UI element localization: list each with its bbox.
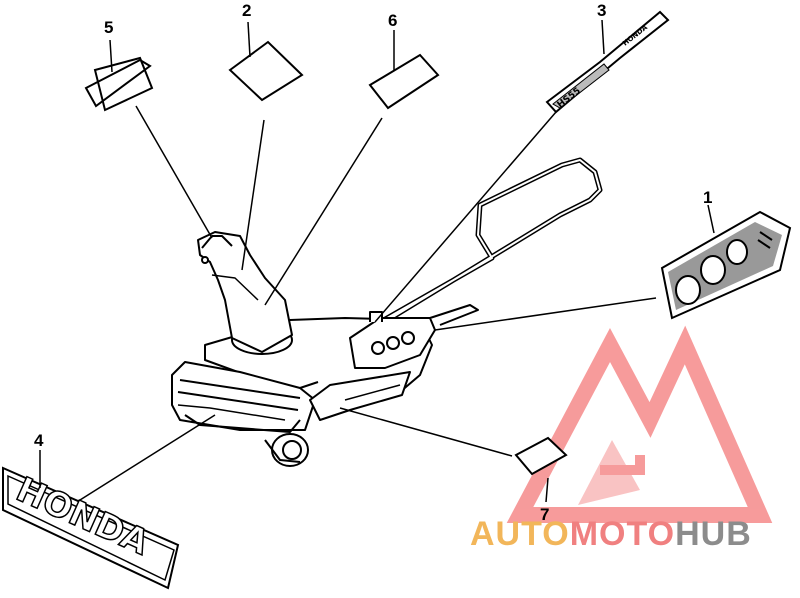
watermark-text: AUTOMOTOHUB bbox=[470, 515, 752, 553]
callout-2: 2 bbox=[242, 1, 251, 20]
svg-text:AUTOMOTOHUB: AUTOMOTOHUB bbox=[470, 515, 752, 553]
callout-5: 5 bbox=[104, 18, 113, 37]
watermark-moto: MOTO bbox=[570, 515, 675, 553]
callout-4: 4 bbox=[34, 431, 44, 450]
decal-4-honda-emblem: HONDA bbox=[2, 466, 180, 590]
decal-2 bbox=[228, 40, 304, 102]
watermark-auto: AUTO bbox=[470, 515, 570, 553]
decal-7 bbox=[514, 436, 568, 476]
watermark-logo-icon bbox=[506, 325, 773, 523]
snowblower-body bbox=[171, 157, 603, 467]
callout-numbers: 5 2 6 3 1 4 7 bbox=[34, 1, 712, 524]
decal-5 bbox=[84, 56, 154, 112]
decal-1-panel bbox=[660, 210, 792, 320]
callout-7: 7 bbox=[540, 505, 549, 524]
callout-3: 3 bbox=[597, 1, 606, 20]
leader-lines bbox=[39, 19, 715, 503]
watermark-hub: HUB bbox=[675, 515, 752, 553]
decal-3-handle: HS55 HONDA bbox=[545, 10, 670, 114]
callout-6: 6 bbox=[388, 11, 397, 30]
callout-1: 1 bbox=[703, 188, 712, 207]
decal-6 bbox=[368, 53, 440, 110]
